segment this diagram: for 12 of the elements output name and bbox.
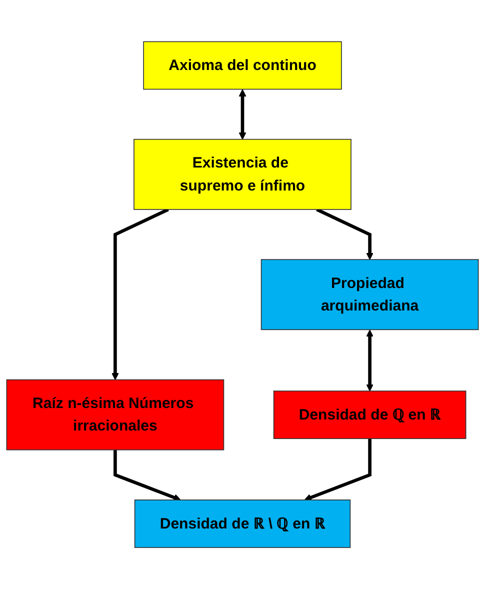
arrow xyxy=(238,89,246,140)
node-box: Densidad de ℝ \ ℚ en ℝ xyxy=(134,499,351,548)
node-box: Densidad de ℚ en ℝ xyxy=(273,390,466,439)
node-box: Propiedad arquimediana xyxy=(260,259,479,330)
arrow xyxy=(366,330,374,392)
arrow xyxy=(304,438,372,501)
arrow xyxy=(112,208,169,380)
arrow xyxy=(316,208,374,260)
node-box: Axioma del continuo xyxy=(143,41,342,90)
node-box: Existencia de supremo e ínfimo xyxy=(134,138,352,210)
arrow xyxy=(114,450,181,501)
node-box: Raíz n-ésima Números irracionales xyxy=(6,379,224,450)
